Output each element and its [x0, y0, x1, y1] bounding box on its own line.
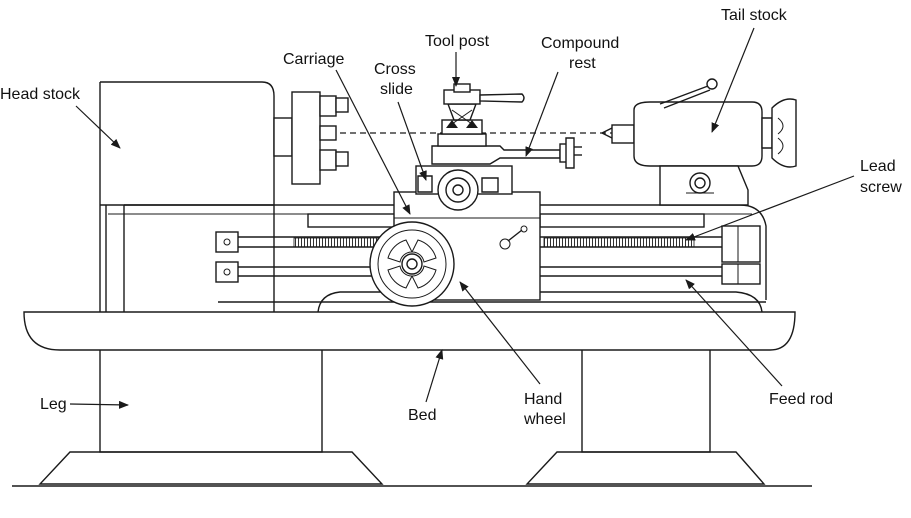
arrow-tail-stock [711, 27, 755, 133]
spindle-chuck [273, 91, 349, 185]
label-carriage: Carriage [283, 51, 344, 68]
label-compound-rest-line2: rest [569, 55, 596, 72]
tool-post-assembly [441, 83, 525, 135]
arrow-lead-screw [685, 175, 855, 241]
arrow-carriage [335, 69, 411, 215]
arrow-bed [425, 349, 444, 403]
rod-end-bearings [721, 225, 761, 285]
label-hand-wheel-line2: wheel [523, 411, 566, 428]
compound-rest-assembly [431, 133, 582, 169]
arrow-cross-slide [397, 101, 427, 181]
hand-wheel-shape [369, 221, 455, 307]
arrow-feed-rod [685, 279, 783, 387]
headstock-body [99, 81, 275, 312]
label-tool-post: Tool post [425, 33, 490, 50]
label-bed: Bed [408, 407, 436, 424]
label-lead-screw-line1: Lead [860, 158, 896, 175]
arrow-leg [69, 400, 129, 409]
bed-body [23, 311, 796, 351]
arrow-head-stock [75, 105, 121, 149]
tailstock-shape [600, 78, 797, 206]
label-leg: Leg [40, 396, 67, 413]
arrow-compound-rest [525, 71, 559, 157]
label-hand-wheel-line1: Hand [524, 391, 562, 408]
left-leg [38, 347, 384, 485]
label-feed-rod: Feed rod [769, 391, 833, 408]
arrow-hand-wheel [459, 281, 541, 385]
cross-slide-assembly [415, 165, 513, 211]
label-tail-stock: Tail stock [721, 7, 788, 24]
label-compound-rest-line1: Compound [541, 35, 619, 52]
label-lead-screw-line2: screw [860, 179, 902, 196]
label-head-stock: Head stock [0, 86, 81, 103]
label-cross-slide-line1: Cross [374, 61, 416, 78]
label-cross-slide-line2: slide [380, 81, 413, 98]
